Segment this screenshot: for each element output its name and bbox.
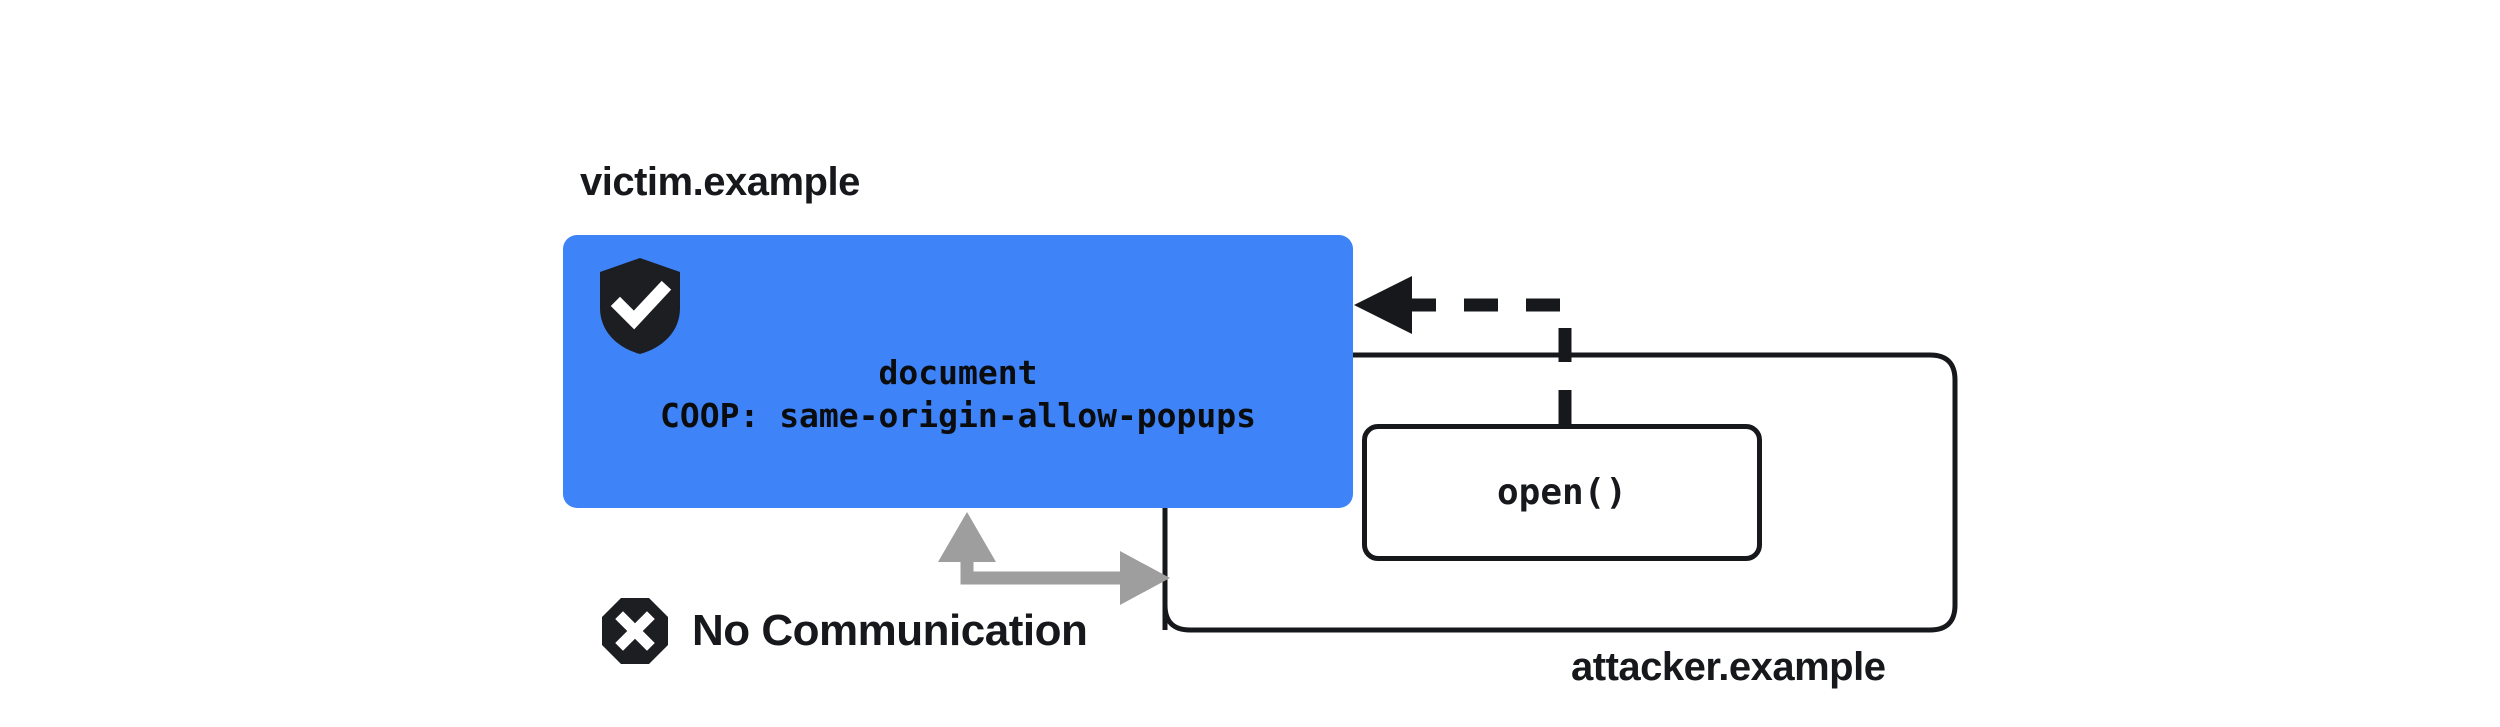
coop-header-label: COOP: same-origin-allow-popups [659, 396, 1257, 435]
no-communication-label: No Communication [692, 606, 1088, 655]
open-call-label: open() [1496, 472, 1628, 513]
open-call-box: open() [1362, 424, 1762, 561]
gray-blocked-arrow [938, 512, 1170, 605]
shield-check-icon [600, 258, 680, 354]
victim-document-box: document COOP: same-origin-allow-popups [563, 235, 1353, 508]
victim-document-text: document COOP: same-origin-allow-popups [563, 354, 1353, 440]
victim-origin-label: victim.example [580, 160, 860, 204]
document-label: document [878, 353, 1038, 392]
octagon-x-icon [602, 598, 668, 664]
attacker-origin-label: attacker.example [1571, 645, 1886, 689]
no-communication-annotation: No Communication [600, 596, 1088, 666]
dashed-open-arrow [1354, 276, 1572, 424]
